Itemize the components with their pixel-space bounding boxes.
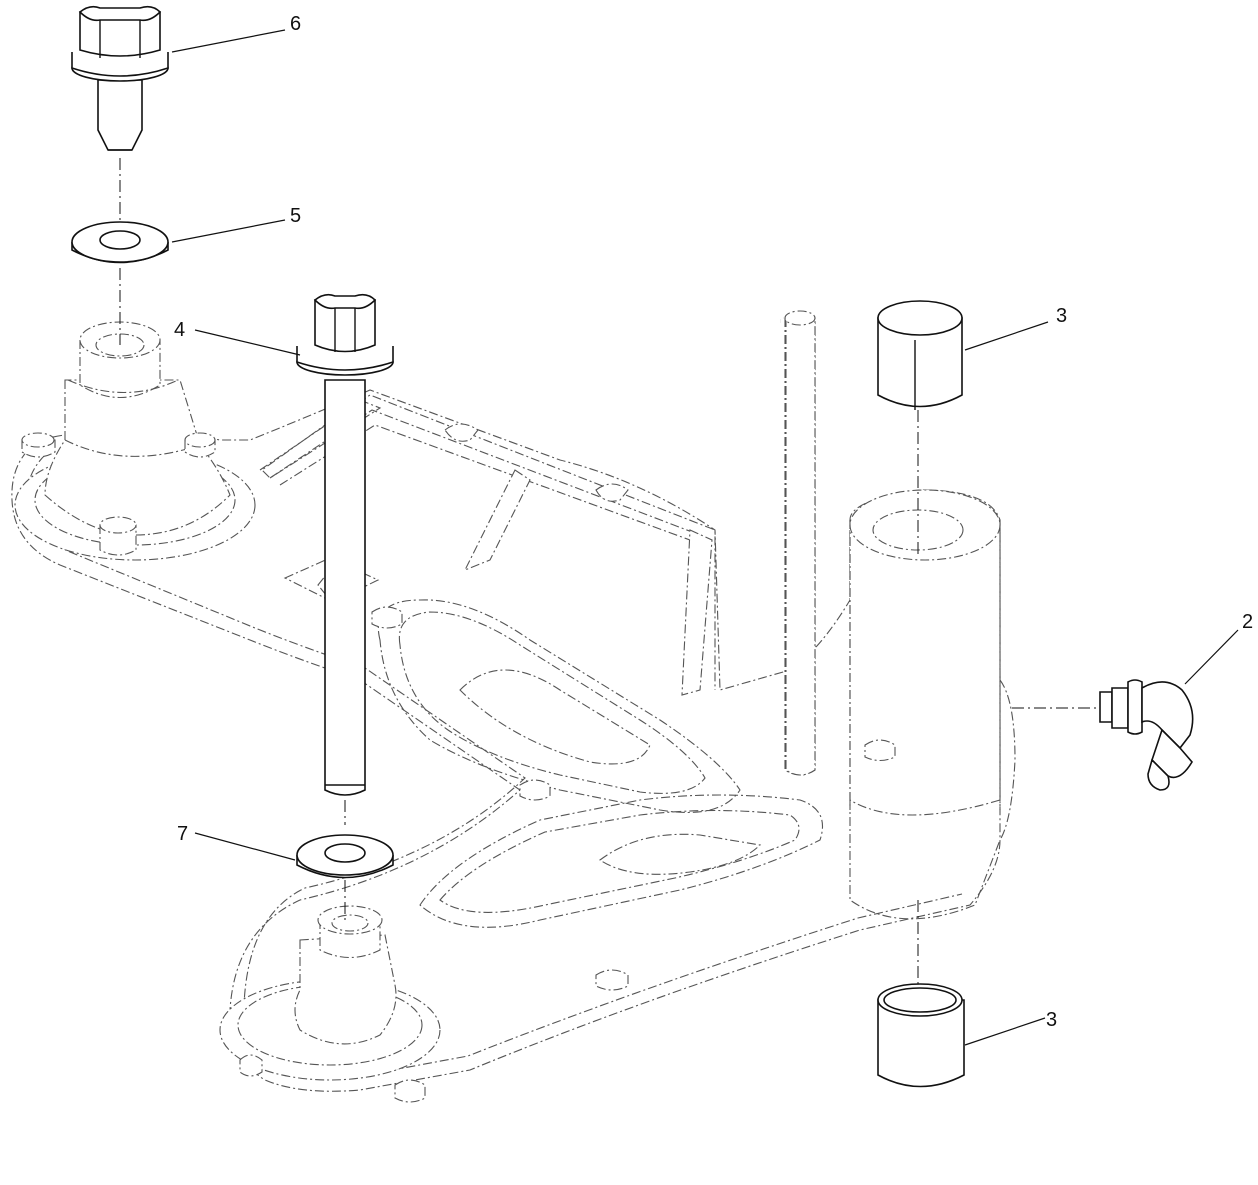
right-boss bbox=[784, 310, 1001, 920]
callout-numbers: 6 5 3 2 4 7 3 bbox=[174, 13, 1253, 1031]
callout-3-upper: 3 bbox=[1056, 305, 1067, 327]
upper-left-boss bbox=[14, 321, 256, 561]
callout-3-lower: 3 bbox=[1046, 1009, 1057, 1031]
arm-frame bbox=[11, 389, 1016, 1092]
callout-2: 2 bbox=[1242, 611, 1253, 633]
leader-lines bbox=[171, 29, 1239, 1046]
callout-6: 6 bbox=[290, 13, 301, 35]
part-6-flange-bolt bbox=[71, 5, 169, 151]
part-3-bushing-lower bbox=[877, 983, 965, 1088]
assembly-axes bbox=[119, 158, 1100, 985]
lower-left-boss bbox=[219, 606, 629, 1103]
part-5-washer bbox=[71, 221, 169, 264]
arm-outline bbox=[11, 389, 1001, 1092]
part-2-grease-fitting bbox=[1099, 679, 1194, 791]
part-4-flange-bolt bbox=[296, 293, 394, 796]
callout-4: 4 bbox=[174, 319, 185, 341]
callout-7: 7 bbox=[177, 823, 188, 845]
part-7-washer bbox=[296, 834, 394, 879]
part-3-bushing-upper bbox=[877, 300, 963, 410]
callout-5: 5 bbox=[290, 205, 301, 227]
